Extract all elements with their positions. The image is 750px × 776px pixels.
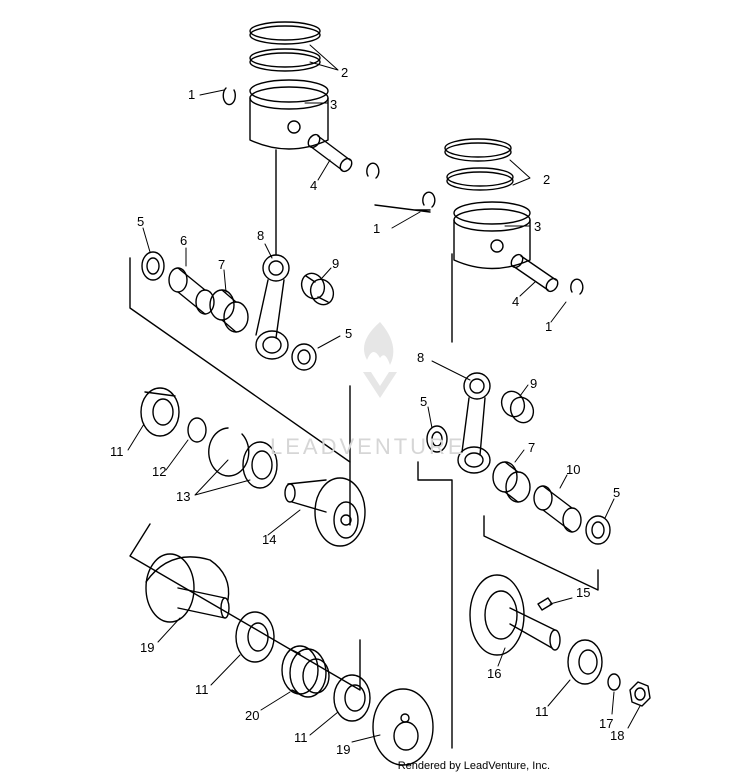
conrod-left bbox=[255, 254, 290, 360]
leader-lines bbox=[127, 44, 641, 743]
seal-20 bbox=[281, 645, 330, 698]
washer-5-right-right bbox=[585, 515, 611, 545]
ring-12 bbox=[187, 417, 207, 443]
label-12: 12 bbox=[152, 464, 166, 479]
circlip-right-2 bbox=[570, 278, 584, 295]
piston-pin-right bbox=[510, 253, 559, 293]
label-1: 1 bbox=[373, 221, 380, 236]
watermark-text: LEADVENTURE bbox=[270, 434, 466, 459]
piston-rings-right bbox=[444, 138, 514, 191]
label-15: 15 bbox=[576, 585, 590, 600]
bearing-7-left bbox=[209, 289, 249, 333]
washer-5-right-left bbox=[426, 425, 448, 453]
needle-bearing-9-left bbox=[300, 272, 335, 306]
snap-rings-13 bbox=[208, 427, 278, 489]
label-2: 2 bbox=[543, 172, 550, 187]
label-20: 20 bbox=[245, 708, 259, 723]
washer-5-left-top bbox=[141, 251, 165, 281]
label-17: 17 bbox=[599, 716, 613, 731]
label-4: 4 bbox=[310, 178, 317, 193]
label-9: 9 bbox=[530, 376, 537, 391]
label-11: 11 bbox=[110, 444, 124, 459]
crankshaft-14 bbox=[284, 477, 366, 547]
label-19: 19 bbox=[336, 742, 350, 757]
key-15 bbox=[537, 597, 553, 611]
piston-right bbox=[453, 201, 531, 270]
bearing-11-right bbox=[567, 639, 603, 685]
spacer-6 bbox=[168, 267, 215, 315]
label-5: 5 bbox=[420, 394, 427, 409]
piston-pin-left bbox=[307, 133, 353, 173]
bearing-11-left-top bbox=[140, 387, 180, 437]
label-1: 1 bbox=[545, 319, 552, 334]
circlip-right-1 bbox=[422, 191, 436, 208]
conrod-right bbox=[457, 372, 491, 474]
label-9: 9 bbox=[332, 256, 339, 271]
label-8: 8 bbox=[417, 350, 424, 365]
spacer-10 bbox=[533, 485, 582, 533]
washer-5-left-mid bbox=[291, 343, 317, 371]
bracket-line-right-1 bbox=[417, 461, 453, 749]
piston-left bbox=[249, 79, 329, 150]
render-credit: Rendered by LeadVenture, Inc. bbox=[397, 760, 550, 772]
label-1: 1 bbox=[188, 87, 195, 102]
bracket-line-left-3 bbox=[129, 523, 361, 691]
label-16: 16 bbox=[487, 666, 501, 681]
label-5: 5 bbox=[137, 214, 144, 229]
circlip-leader bbox=[374, 204, 431, 213]
label-7: 7 bbox=[528, 440, 535, 455]
circlip-left-1 bbox=[222, 87, 236, 106]
label-4: 4 bbox=[512, 294, 519, 309]
label-7: 7 bbox=[218, 257, 225, 272]
bearing-11-left-bottom bbox=[333, 674, 371, 722]
piston-rings-left bbox=[249, 21, 321, 72]
label-10: 10 bbox=[566, 462, 580, 477]
label-8: 8 bbox=[257, 228, 264, 243]
label-5: 5 bbox=[613, 485, 620, 500]
label-3: 3 bbox=[330, 97, 337, 112]
label-11: 11 bbox=[195, 682, 209, 697]
needle-bearing-9-right bbox=[500, 390, 535, 424]
bracket-line-left-1 bbox=[129, 257, 351, 526]
bearing-7-right bbox=[492, 461, 531, 503]
label-5: 5 bbox=[345, 326, 352, 341]
label-18: 18 bbox=[610, 728, 624, 743]
watermark-flame-icon bbox=[363, 322, 397, 398]
crank-flywheel-19-top bbox=[145, 553, 230, 623]
crankshaft-16 bbox=[469, 574, 561, 656]
label-13: 13 bbox=[176, 489, 190, 504]
bracket-line-right-2 bbox=[483, 515, 599, 591]
label-2: 2 bbox=[341, 65, 348, 80]
label-3: 3 bbox=[534, 219, 541, 234]
label-11: 11 bbox=[535, 704, 549, 719]
label-19: 19 bbox=[140, 640, 154, 655]
label-14: 14 bbox=[262, 532, 276, 547]
label-11: 11 bbox=[294, 730, 308, 745]
callout-labels: 1 2 3 4 5 6 7 8 9 5 11 12 13 14 19 11 20… bbox=[110, 65, 624, 757]
nut-18 bbox=[629, 681, 651, 707]
washer-17 bbox=[607, 673, 621, 691]
label-6: 6 bbox=[180, 233, 187, 248]
circlip-left-2 bbox=[366, 162, 380, 179]
crank-flywheel-19-bottom bbox=[372, 688, 434, 766]
